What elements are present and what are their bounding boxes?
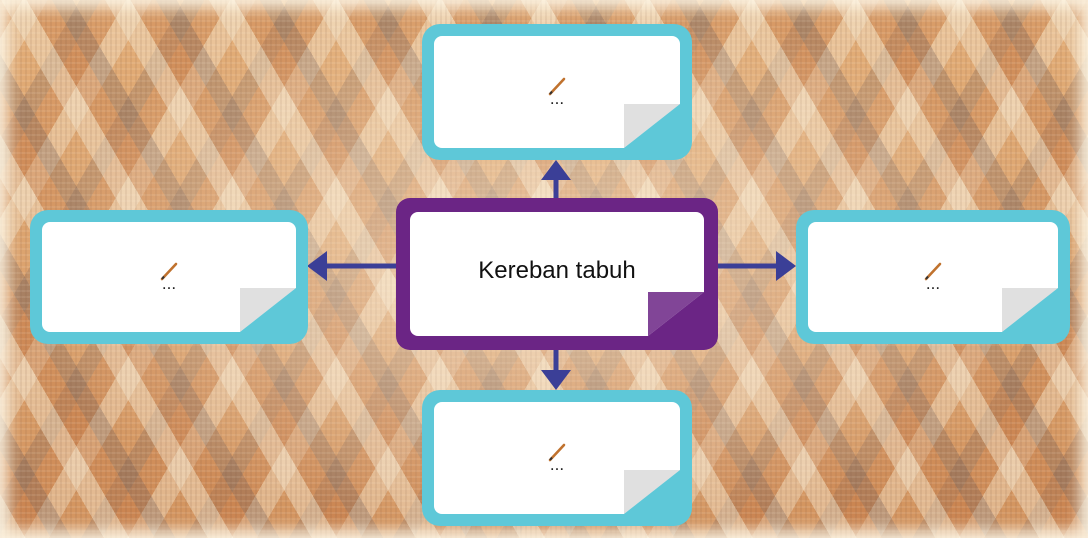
branch-fold — [624, 104, 680, 148]
branch-placeholder[interactable]: ... — [30, 260, 308, 294]
arrow-head-bottom — [541, 370, 571, 390]
branch-fold — [240, 288, 296, 332]
branch-node-bottom[interactable]: ... — [422, 390, 692, 526]
central-node-fold — [648, 292, 704, 336]
pencil-icon — [924, 262, 942, 281]
branch-placeholder-text: ... — [549, 455, 565, 474]
branch-paper — [434, 36, 680, 148]
pencil-icon — [160, 262, 178, 281]
branch-placeholder[interactable]: ... — [422, 75, 692, 109]
branch-paper — [434, 402, 680, 514]
pencil-icon — [548, 443, 566, 462]
arrow-head-top — [541, 160, 571, 180]
pencil-icon — [548, 77, 566, 96]
branch-node-left[interactable]: ... — [30, 210, 308, 344]
central-node: Kereban tabuh — [396, 198, 718, 350]
branch-node-right[interactable]: ... — [796, 210, 1070, 344]
branch-node-top[interactable]: ... — [422, 24, 692, 160]
arrow-head-left — [307, 251, 327, 281]
branch-placeholder-text: ... — [925, 274, 941, 293]
branch-fold — [1002, 288, 1058, 332]
branch-paper — [42, 222, 296, 332]
central-node-label: Kereban tabuh — [478, 257, 636, 285]
branch-fold — [624, 470, 680, 514]
branch-placeholder[interactable]: ... — [422, 441, 692, 475]
branch-placeholder-text: ... — [161, 274, 177, 293]
branch-paper — [808, 222, 1058, 332]
arrow-head-right — [776, 251, 796, 281]
branch-placeholder[interactable]: ... — [796, 260, 1070, 294]
branch-placeholder-text: ... — [549, 89, 565, 108]
